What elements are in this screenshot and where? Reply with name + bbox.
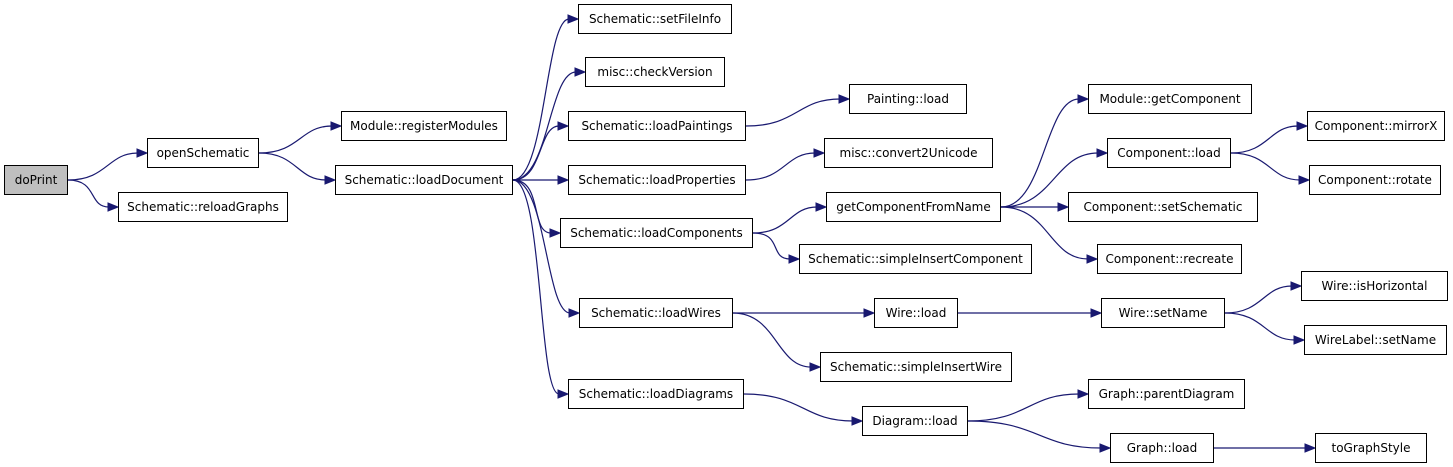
edge-arrowhead	[1077, 389, 1090, 399]
edge-loadDocument-to-loadWires	[512, 179, 571, 314]
edge-loadDocument-to-loadPaintings	[512, 125, 560, 181]
edge-loadDocument-to-checkVersion	[512, 71, 577, 181]
edge-doPrint-to-reloadGraphs	[67, 179, 110, 208]
edge-arrowhead	[1290, 281, 1303, 291]
edge-loadDocument-to-loadDiagrams	[512, 179, 560, 395]
edge-arrowhead	[330, 121, 343, 131]
edge-arrowhead	[1086, 254, 1099, 264]
edge-loadDocument-to-loadComponents	[512, 179, 552, 234]
edge-loadComponents-to-getComponentFromName	[752, 206, 818, 234]
edge-loadWires-to-simpleInsertWire	[732, 312, 812, 368]
edge-getComponentFromName-to-getComponent	[1000, 98, 1080, 208]
node-wire-load[interactable]: Wire::load	[874, 298, 958, 328]
edge-arrowhead	[1296, 121, 1309, 131]
edge-arrowhead	[788, 254, 801, 264]
edge-arrowhead	[1090, 308, 1103, 318]
edge-openSchematic-to-registerModules	[258, 125, 333, 154]
node-parent-diagram[interactable]: Graph::parentDiagram	[1088, 379, 1245, 409]
node-is-horizontal[interactable]: Wire::isHorizontal	[1301, 271, 1448, 301]
edge-arrowhead	[568, 308, 581, 318]
node-load-wires[interactable]: Schematic::loadWires	[579, 298, 733, 328]
node-graph-load[interactable]: Graph::load	[1110, 433, 1214, 463]
edge-arrowhead	[1298, 175, 1311, 185]
edge-loadDiagrams-to-diagramLoad	[743, 393, 854, 422]
node-register-modules[interactable]: Module::registerModules	[341, 111, 507, 141]
edge-arrowhead	[863, 308, 876, 318]
edge-arrowhead	[813, 148, 826, 158]
node-convert2-unicode[interactable]: misc::convert2Unicode	[824, 138, 993, 168]
node-simple-insert-component[interactable]: Schematic::simpleInsertComponent	[799, 244, 1032, 274]
edge-arrowhead	[838, 94, 851, 104]
node-check-version[interactable]: misc::checkVersion	[585, 57, 725, 87]
edge-arrowhead	[1099, 443, 1112, 453]
node-recreate[interactable]: Component::recreate	[1097, 244, 1242, 274]
node-rotate[interactable]: Component::rotate	[1309, 165, 1441, 195]
node-mirror-x[interactable]: Component::mirrorX	[1307, 111, 1445, 141]
node-load-document[interactable]: Schematic::loadDocument	[335, 165, 513, 195]
edge-arrowhead	[136, 148, 149, 158]
edge-arrowhead	[107, 202, 120, 212]
edge-arrowhead	[1096, 148, 1109, 158]
edge-getComponentFromName-to-recreate	[1000, 206, 1089, 260]
node-get-component[interactable]: Module::getComponent	[1088, 84, 1252, 114]
edge-arrowhead	[557, 121, 570, 131]
edge-arrowhead	[324, 175, 337, 185]
edge-arrowhead	[809, 362, 822, 372]
edge-arrowhead	[567, 14, 580, 24]
edge-getComponentFromName-to-componentLoad	[1000, 152, 1099, 208]
edge-componentLoad-to-mirrorX	[1230, 125, 1299, 154]
edge-setName-to-wireLabelSetName	[1224, 312, 1296, 341]
edge-arrowhead	[1304, 443, 1317, 453]
edge-loadDocument-to-setFileInfo	[512, 18, 570, 181]
node-component-load[interactable]: Component::load	[1107, 138, 1231, 168]
node-to-graph-style[interactable]: toGraphStyle	[1315, 433, 1427, 463]
node-load-components[interactable]: Schematic::loadComponents	[560, 218, 753, 248]
edge-diagramLoad-to-parentDiagram	[967, 393, 1080, 422]
node-open-schematic[interactable]: openSchematic	[147, 138, 259, 168]
node-reload-graphs[interactable]: Schematic::reloadGraphs	[118, 192, 288, 222]
edge-componentLoad-to-rotate	[1230, 152, 1301, 181]
edge-arrowhead	[851, 416, 864, 426]
node-wire-label-set-name[interactable]: WireLabel::setName	[1304, 325, 1447, 355]
node-load-properties[interactable]: Schematic::loadProperties	[568, 165, 746, 195]
edge-arrowhead	[557, 389, 570, 399]
node-do-print: doPrint	[4, 165, 68, 195]
node-load-diagrams[interactable]: Schematic::loadDiagrams	[568, 379, 744, 409]
edge-openSchematic-to-loadDocument	[258, 152, 327, 181]
edge-arrowhead	[1077, 94, 1090, 104]
edge-arrowhead	[557, 175, 570, 185]
edge-arrowhead	[1293, 335, 1306, 345]
edge-loadPaintings-to-paintingLoad	[745, 98, 841, 127]
node-painting-load[interactable]: Painting::load	[849, 84, 967, 114]
edge-arrowhead	[549, 228, 562, 238]
edge-doPrint-to-openSchematic	[67, 152, 139, 181]
node-get-component-from-name[interactable]: getComponentFromName	[826, 192, 1001, 222]
node-set-file-info[interactable]: Schematic::setFileInfo	[578, 4, 732, 34]
edge-setName-to-isHorizontal	[1224, 285, 1293, 314]
edge-arrowhead	[815, 202, 828, 212]
edge-loadProperties-to-convert2Unicode	[745, 152, 816, 181]
edge-arrowhead	[1057, 202, 1070, 212]
node-set-name[interactable]: Wire::setName	[1101, 298, 1225, 328]
node-set-schematic[interactable]: Component::setSchematic	[1068, 192, 1258, 222]
node-simple-insert-wire[interactable]: Schematic::simpleInsertWire	[820, 352, 1012, 382]
node-diagram-load[interactable]: Diagram::load	[862, 406, 968, 436]
edge-diagramLoad-to-graphLoad	[967, 420, 1102, 449]
edge-arrowhead	[574, 67, 587, 77]
node-load-paintings[interactable]: Schematic::loadPaintings	[568, 111, 746, 141]
edge-loadComponents-to-simpleInsertComponent	[752, 232, 791, 260]
